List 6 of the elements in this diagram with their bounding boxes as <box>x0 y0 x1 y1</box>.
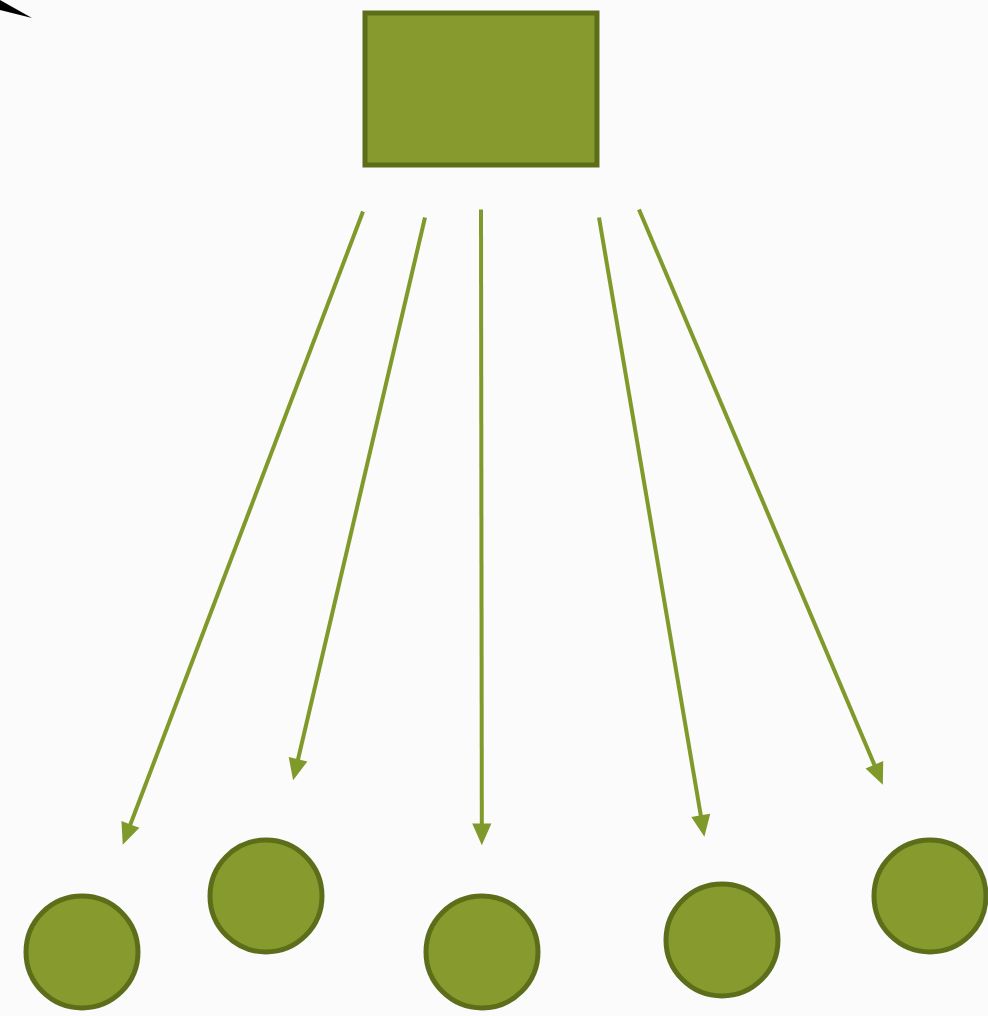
circle-shape <box>23 893 141 1011</box>
circle-shape <box>207 837 325 955</box>
circle-shape <box>663 881 781 999</box>
circle-shape <box>423 893 541 1011</box>
rectangle-shape <box>362 10 600 168</box>
circle-shape <box>871 837 988 955</box>
